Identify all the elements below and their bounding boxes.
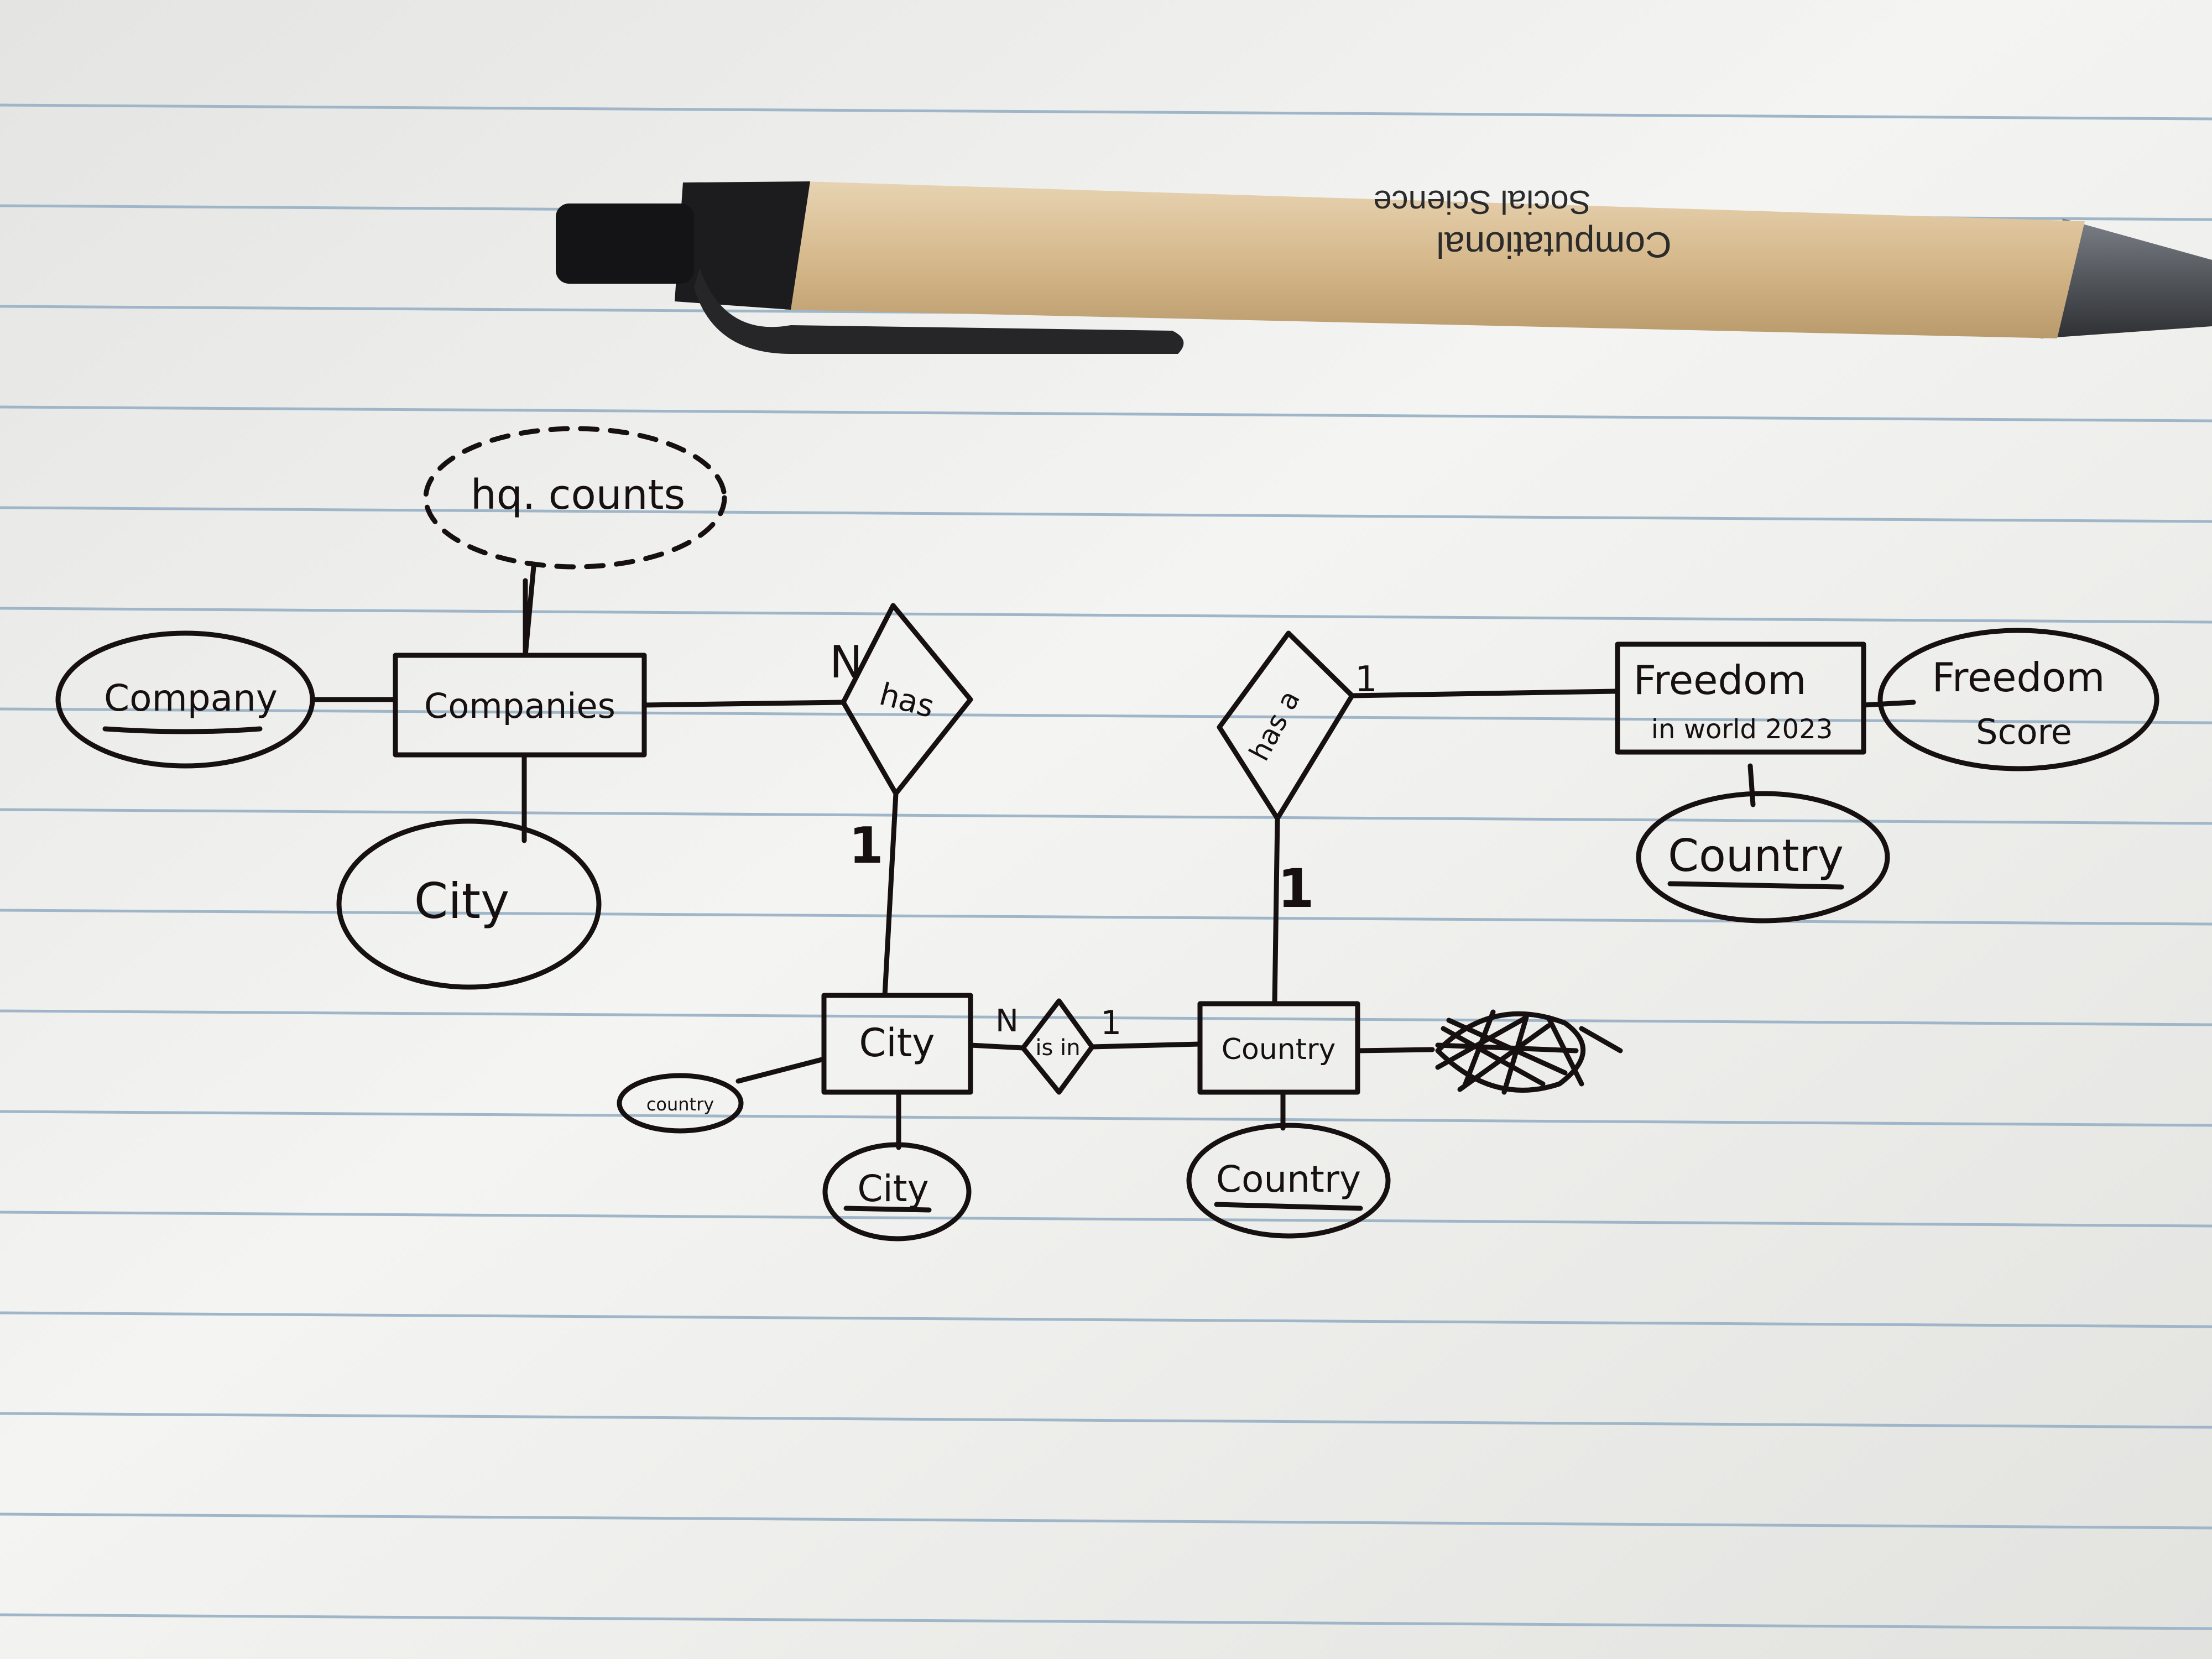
ruled-line <box>0 506 2212 523</box>
relationship-is-in: is in <box>1020 998 1095 1095</box>
pen-cap <box>675 181 810 310</box>
attribute-companies-city-label: City <box>414 873 509 930</box>
attribute-freedom-country-label: Country <box>1668 830 1844 881</box>
pen: Computational Social Science <box>556 181 2212 354</box>
cardinality-hasa-country: 1 <box>1277 858 1314 920</box>
entity-companies-label: Companies <box>424 686 615 726</box>
attribute-city-key: City <box>822 1142 972 1241</box>
pen-clip <box>694 268 1184 354</box>
attribute-freedom-score-label-1: Freedom <box>1932 654 2105 701</box>
entity-country-label: Country <box>1222 1033 1336 1066</box>
cardinality-city-isin: N <box>995 1003 1019 1039</box>
attribute-hq-counts-label: hq. counts <box>471 471 685 519</box>
pen-barrel <box>785 181 2085 338</box>
attribute-country-key-label: Country <box>1216 1158 1361 1201</box>
ruled-line <box>0 1110 2212 1127</box>
attribute-freedom-score: Freedom Score <box>1877 628 2159 771</box>
ruled-line <box>0 808 2212 825</box>
pen-label-2: Social Science <box>1373 184 1591 221</box>
attribute-city-country-label: country <box>646 1094 714 1115</box>
relationship-is-in-label: is in <box>1035 1035 1080 1061</box>
ruled-line <box>0 1512 2212 1530</box>
scribbled-out-attribute <box>1435 1009 1623 1095</box>
attribute-freedom-country: Country <box>1636 791 1890 924</box>
ruled-line <box>0 1311 2212 1328</box>
cardinality-companies-has: N <box>830 637 863 688</box>
cardinality-hasa-freedom: 1 <box>1355 659 1378 700</box>
ruled-line <box>0 1613 2212 1630</box>
attribute-city-country: country <box>617 1073 744 1134</box>
ruled-line <box>0 1412 2212 1429</box>
pen-label-1: Computational <box>1436 225 1672 265</box>
cardinality-isin-country: 1 <box>1100 1004 1121 1042</box>
ruled-line <box>0 607 2212 624</box>
attribute-city-key-label: City <box>857 1167 928 1210</box>
pen-button <box>556 204 694 284</box>
entity-freedom-in-world-2023: Freedom in world 2023 <box>1615 641 1866 755</box>
entity-freedom-label-2: in world 2023 <box>1651 714 1833 745</box>
ruled-line <box>0 103 2212 121</box>
ruled-line <box>0 707 2212 724</box>
attribute-hq-counts: hq. counts <box>423 426 727 658</box>
attribute-company-label: Company <box>104 677 278 719</box>
ruled-line <box>0 1211 2212 1228</box>
entity-companies: Companies <box>393 653 647 758</box>
entity-country: Country <box>1197 1001 1360 1095</box>
pen-tip <box>2041 218 2212 338</box>
ruled-line <box>0 405 2212 422</box>
attribute-company: Company <box>55 630 315 769</box>
ruled-line <box>0 1009 2212 1026</box>
connectors <box>310 578 1916 1150</box>
entity-freedom-label-1: Freedom <box>1634 657 1807 703</box>
entity-city-label: City <box>859 1020 935 1066</box>
attribute-freedom-score-label-2: Score <box>1976 712 2072 752</box>
attribute-country-key: Country <box>1186 1123 1391 1239</box>
ruled-lines <box>0 103 2212 1630</box>
cardinality-has-city: 1 <box>849 817 884 875</box>
entity-city: City <box>821 993 973 1095</box>
attribute-companies-city: City <box>336 818 602 990</box>
ruled-line <box>0 909 2212 926</box>
cardinalities: N 1 1 1 N 1 <box>830 637 1378 1042</box>
